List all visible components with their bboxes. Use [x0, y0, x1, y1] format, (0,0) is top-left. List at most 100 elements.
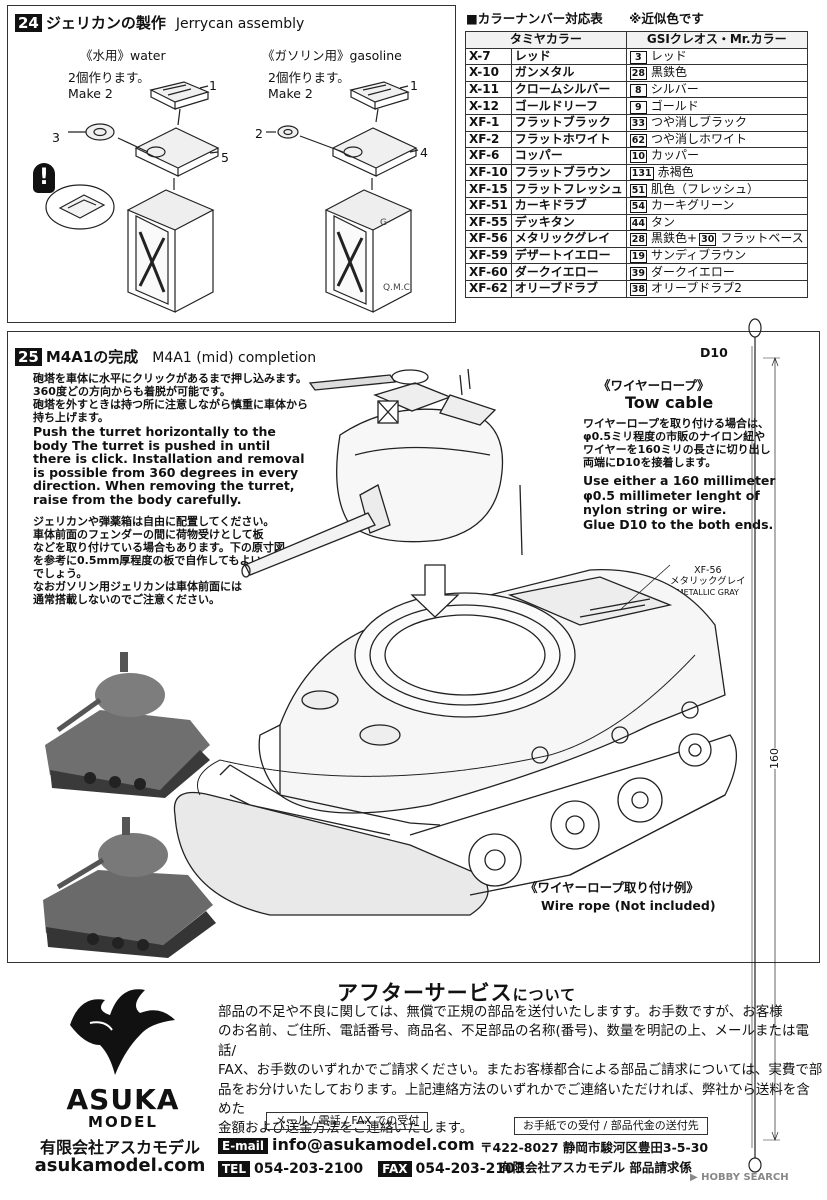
paint-callout: XF-56 メタリックグレイ METALLIC GRAY	[670, 565, 746, 598]
mail-address-tag: お手紙での受付 / 部品代金の送付先	[514, 1117, 708, 1135]
step24-number: 24	[15, 14, 42, 32]
brand-company: 有限会社アスカモデル	[39, 1138, 200, 1157]
jerrycan-placement-note: ジェリカンや弾薬箱は自由に配置してください。 車体前面のフェンダーの間に荷物受け…	[33, 515, 285, 606]
mr-color-name: シルバー	[650, 82, 699, 97]
fax-label: FAX	[378, 1161, 412, 1177]
step25-number: 25	[15, 348, 42, 366]
tracks	[173, 734, 738, 916]
fax-number: 054-203-2103	[415, 1161, 525, 1177]
mr-color-number: 28	[629, 233, 648, 247]
water-part-5: 5	[221, 150, 229, 165]
mr-color-name: つや消しブラック	[651, 115, 748, 130]
water-label: 《水用》water	[80, 48, 166, 63]
tank-illustration	[173, 368, 738, 916]
tow-en-line: φ0.5 millimeter lenght of	[583, 487, 760, 503]
jerry-note-line: 通常搭載しないのでご注意ください。	[33, 593, 220, 606]
turret-en-line: raise from the body carefully.	[33, 491, 242, 507]
tow-cable-en: Use either a 160 millimeter φ0.5 millime…	[583, 473, 776, 532]
mr-color-number: 10	[629, 150, 648, 164]
service-line: 部品の不足や不良に関しては、無償で正規の部品を送付いたしますす。お手数ですが、お…	[218, 1004, 783, 1020]
tamiya-code: XF-51	[465, 196, 512, 215]
mr-color-number: 131	[629, 167, 654, 181]
tamiya-name: クロームシルバー	[510, 80, 627, 99]
turret-en-line: body The turret is pushed in until	[33, 437, 271, 453]
jerry-note-line: でしょう。	[33, 567, 88, 580]
gasoline-part-2: 2	[255, 126, 263, 141]
tow-jp-line: φ0.5ミリ程度の市販のナイロン紐や	[583, 430, 766, 443]
tamiya-name: レッド	[510, 47, 627, 66]
mr-color-name-2: フラットベース	[720, 231, 804, 246]
tow-jp-line: 両端にD10を接着します。	[583, 456, 717, 469]
tamiya-name: フラットホワイト	[510, 130, 627, 149]
watermark-icon: ▶	[690, 1172, 702, 1183]
tamiya-name: カーキドラブ	[510, 196, 627, 215]
step25-title-en: M4A1 (mid) completion	[152, 350, 317, 366]
mr-color-name: オリーブドラブ2	[651, 281, 742, 296]
water-part-1: 1	[209, 78, 217, 93]
svg-text:G: G	[380, 218, 387, 228]
tamiya-code: XF-10	[465, 163, 512, 182]
email-link[interactable]: info@asukamodel.com	[272, 1135, 475, 1154]
turret-instructions-en: Push the turret horizontally to the body…	[33, 425, 304, 506]
tow-cable-jp: ワイヤーロープを取り付ける場合は、 φ0.5ミリ程度の市販のナイロン紐や ワイヤ…	[583, 417, 771, 469]
color-table-note: ※近似色です	[629, 11, 704, 26]
step25-title-jp: M4A1の完成	[45, 348, 139, 366]
asuka-bird-logo	[70, 989, 175, 1075]
gasoline-can-body	[324, 189, 413, 313]
gasoline-make-jp: 2個作ります。	[268, 70, 350, 85]
brand-name: ASUKA	[66, 1083, 180, 1116]
turret-en-line: Push the turret horizontally to the	[33, 424, 276, 439]
bogie-wheels	[468, 701, 712, 887]
jerry-note-line: などを取り付けている場合もあります。下の原寸図	[33, 541, 285, 554]
step24-title-en: Jerrycan assembly	[175, 16, 305, 32]
mr-color-number-2: 30	[699, 233, 717, 247]
mr-color-number: 62	[629, 133, 648, 147]
turret-en-line: direction. When removing the turret,	[33, 478, 295, 493]
mr-color-name: 黒鉄色+	[651, 231, 698, 246]
jerry-note-line: 車体前面のフェンダーの間に荷物受けとして板	[33, 528, 264, 541]
color-table-title: ■カラーナンバー対応表	[466, 11, 603, 26]
water-part-3: 3	[52, 130, 60, 145]
wire-rope-label-jp: 《ワイヤーロープ取り付け例》	[525, 880, 699, 895]
mr-color-number: 39	[629, 266, 648, 280]
tel-label: TEL	[218, 1161, 251, 1177]
tow-cable-title-jp: 《ワイヤーロープ》	[598, 378, 710, 393]
tow-jp-line: ワイヤーを160ミリの長さに切り出し	[583, 443, 771, 456]
after-service-title: アフターサービスについて	[337, 977, 576, 1007]
color-table-col-mr: GSIクレオス・Mr.カラー	[625, 31, 808, 49]
watermark-text: HOBBY SEARCH	[701, 1172, 789, 1183]
service-line: のお名前、ご住所、電話番号、商品名、不足部品の名称(番号)、数量を明記の上、メー…	[218, 1023, 810, 1059]
mr-color-name: カーキグリーン	[651, 198, 735, 213]
turret-jp-line: 砲塔を外すときは持つ所に注意しながら慎重に車体から	[33, 398, 308, 411]
contact-methods-tag: メール / 電話 / FAX での受付	[266, 1112, 429, 1130]
svg-text:Q.M.C.: Q.M.C.	[383, 283, 413, 293]
email-label: E-mail	[218, 1138, 269, 1154]
water-can-body	[126, 189, 215, 313]
after-service-title-main: アフターサービス	[337, 981, 513, 1005]
part-d10-label: D10	[700, 345, 728, 360]
detail-circle	[45, 184, 115, 230]
jerrycan-illustrations: G Q.M.C.	[45, 81, 419, 313]
mr-color-name: サンディブラウン	[651, 248, 747, 263]
tel-number[interactable]: 054-203-2100	[254, 1161, 364, 1177]
brand-url[interactable]: asukamodel.com	[34, 1155, 206, 1176]
tamiya-name: デザートイエロー	[510, 246, 627, 265]
water-make-jp: 2個作ります。	[68, 70, 150, 85]
